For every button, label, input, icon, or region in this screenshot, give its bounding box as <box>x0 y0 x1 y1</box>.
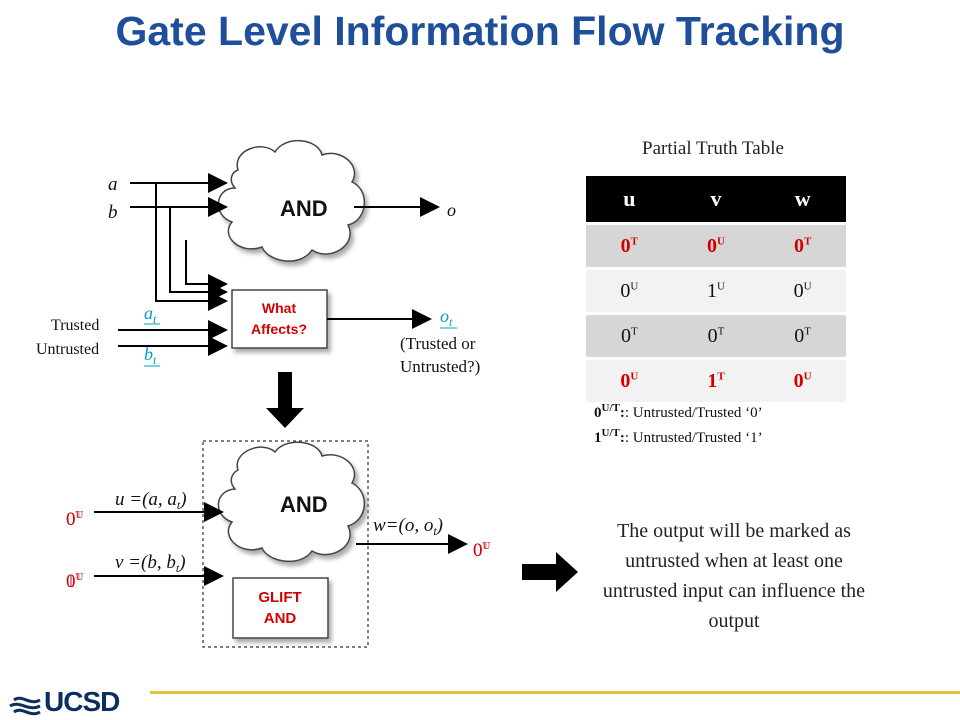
untrusted-label: Untrusted <box>36 341 99 358</box>
table-cell: 0U <box>759 267 846 314</box>
table-cell: 0U <box>586 357 673 402</box>
truth-table-title: Partial Truth Table <box>642 138 784 159</box>
u-values: 0T 0U <box>66 509 84 530</box>
table-cell: 0U <box>672 222 760 269</box>
output-o-label: o <box>447 200 456 220</box>
down-arrow-icon <box>266 408 304 428</box>
w-label: w=(o, ot) <box>373 515 443 538</box>
and-gate-label-bottom: AND <box>280 492 328 517</box>
glift-line1: GLIFT <box>258 589 301 606</box>
branch-o-wire <box>185 240 228 294</box>
and-gate-label-top: AND <box>280 196 328 221</box>
w-value-a: 0T <box>473 540 490 561</box>
footer-rule <box>150 691 960 694</box>
table-cell: 0T <box>586 222 673 269</box>
output-question-line2: Untrusted?) <box>400 357 480 376</box>
legend-line-0: 0U/T:: Untrusted/Trusted ‘0’ <box>594 402 763 421</box>
what-affects-box <box>231 289 328 349</box>
v-value-b: 0U <box>66 571 84 592</box>
down-arrow-shaft <box>278 372 292 410</box>
table-cell: 1U <box>672 267 760 314</box>
table-cell: 0T <box>759 312 846 359</box>
table-header-w: w <box>759 176 846 224</box>
u-value-b: 0U <box>66 509 84 530</box>
v-values: 1T 0U <box>66 571 84 592</box>
glift-and-box <box>232 577 329 639</box>
table-header-u: u <box>586 176 673 224</box>
taint-a-label: at <box>144 303 157 326</box>
u-value-a: 0T <box>66 509 83 530</box>
taint-b-label: bt <box>144 344 157 367</box>
branch-b-wire <box>169 207 228 302</box>
input-a-label: a <box>108 174 118 195</box>
table-cell: 0U <box>759 357 846 402</box>
table-cell: 0T <box>759 222 846 269</box>
input-b-label: b <box>108 202 118 223</box>
trusted-label: Trusted <box>51 317 99 334</box>
what-affects-line1: What <box>262 300 297 316</box>
legend-line-1: 1U/T:: Untrusted/Trusted ‘1’ <box>594 427 763 446</box>
ucsd-logo: UCSD <box>44 686 120 717</box>
ucsd-logo-icon <box>9 696 41 716</box>
table-header-v: v <box>672 176 760 224</box>
glift-dashed-box <box>202 440 369 648</box>
page-title: Gate Level Information Flow Tracking <box>115 8 845 54</box>
what-affects-line2: Affects? <box>251 321 307 337</box>
u-label: u =(a, at) <box>115 489 187 512</box>
right-arrow-shaft <box>522 564 560 580</box>
branch-a-wire <box>155 183 228 311</box>
w-value-b: 0U <box>473 540 491 561</box>
truth-legend: 0U/T:: Untrusted/Trusted ‘0’ 1U/T:: Untr… <box>594 398 763 448</box>
table-cell: 0U <box>586 267 673 314</box>
w-values: 0T 0U <box>473 540 491 561</box>
taint-o-label: ot <box>440 306 453 329</box>
table-cell: 0T <box>672 312 760 359</box>
table-cell: 0T <box>586 312 673 359</box>
output-question-line1: (Trusted or <box>400 334 476 353</box>
conclusion-text: The output will be marked as untrusted w… <box>602 520 866 632</box>
v-label: v =(b, bt) <box>115 552 186 575</box>
glift-line2: AND <box>264 610 297 627</box>
right-arrow-icon <box>556 552 578 592</box>
v-value-a: 1T <box>66 571 83 592</box>
table-cell: 1T <box>672 357 760 402</box>
